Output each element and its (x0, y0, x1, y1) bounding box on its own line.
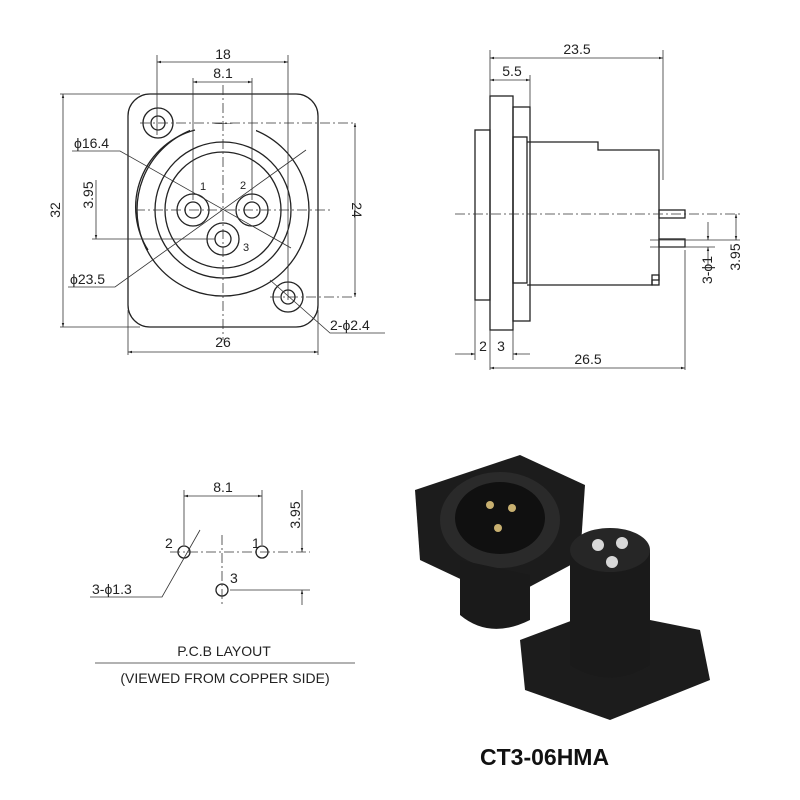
dim-3-95-side: 3.95 (727, 243, 743, 270)
dim-24: 24 (349, 202, 365, 218)
dim-23-5: 23.5 (563, 41, 590, 57)
dim-2: 2 (479, 338, 487, 354)
pcb-pin-label-2: 2 (165, 535, 173, 551)
pin-label-2: 2 (240, 180, 246, 192)
dim-26-5: 26.5 (574, 351, 601, 367)
product-photo (415, 455, 710, 720)
dim-32: 32 (47, 202, 63, 218)
pcb-pin-label-1: 1 (252, 535, 260, 551)
pcb-title: P.C.B LAYOUT (177, 643, 271, 659)
dim-26: 26 (215, 334, 231, 350)
dim-3-95: 3.95 (80, 181, 96, 208)
pcb-dim-3-95: 3.95 (287, 501, 303, 528)
dim-18: 18 (215, 46, 231, 62)
dim-3-phi-1: 3-ϕ1 (699, 256, 715, 284)
pcb-dim-hole: 3-ϕ1.3 (92, 581, 132, 597)
pcb-dim-8-1: 8.1 (213, 479, 233, 495)
model-number: CT3-06HMA (480, 744, 610, 770)
front-view: 18 8.1 32 3.95 24 26 ϕ16.4 ϕ23.5 2-ϕ2.4 … (47, 46, 385, 355)
pcb-pin-label-3: 3 (230, 570, 238, 586)
dim-8-1: 8.1 (213, 65, 233, 81)
pcb-subtitle: (VIEWED FROM COPPER SIDE) (120, 670, 329, 686)
dim-5-5: 5.5 (502, 63, 522, 79)
pcb-layout: 8.1 3.95 3-ϕ1.3 2 1 3 P.C.B LAYOUT (VIEW… (90, 479, 355, 686)
dim-3: 3 (497, 338, 505, 354)
side-view: 23.5 5.5 2 3 26.5 3-ϕ1 3.95 (455, 41, 743, 370)
dim-phi-16-4: ϕ16.4 (74, 135, 109, 151)
dim-mount-holes: 2-ϕ2.4 (330, 317, 370, 333)
pin-label-3: 3 (243, 242, 249, 254)
dim-phi-23-5: ϕ23.5 (70, 271, 105, 287)
pin-label-1: 1 (200, 181, 206, 193)
